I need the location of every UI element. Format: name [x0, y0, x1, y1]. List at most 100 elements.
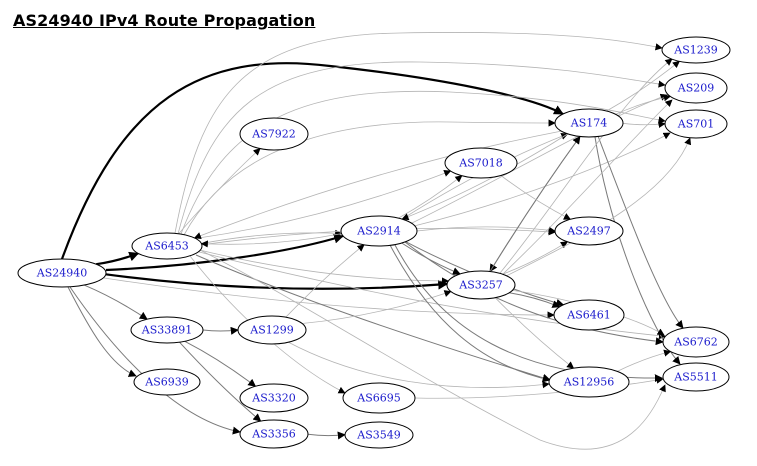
edge-as6453-to-as174 — [183, 119, 556, 236]
node-label: AS3320 — [251, 392, 295, 405]
node-ellipse — [662, 326, 730, 358]
edge-as3257-to-as12956 — [494, 297, 575, 369]
node-label: AS701 — [677, 118, 714, 131]
node-ellipse — [239, 117, 309, 151]
node-label: AS209 — [677, 82, 714, 95]
node-as6695[interactable]: AS6695 — [342, 382, 416, 414]
edge-as1299-to-as12956 — [287, 341, 550, 389]
node-ellipse — [344, 421, 414, 449]
edge-as33891-to-as3320 — [184, 340, 257, 387]
node-label: AS3356 — [251, 428, 295, 441]
edge-as24940-to-as3356 — [69, 286, 241, 435]
node-label: AS5511 — [673, 371, 717, 384]
node-label: AS12956 — [563, 376, 614, 389]
edge-as2914-to-as6762 — [404, 241, 664, 346]
node-ellipse — [342, 382, 416, 414]
edge-as24940-to-as6939 — [67, 286, 137, 377]
node-label: AS174 — [570, 117, 607, 130]
edge-as24940-to-as3257 — [105, 273, 449, 290]
edge-as6453-to-as1239 — [174, 32, 663, 234]
edge-as3257-to-as701 — [505, 137, 692, 277]
edge-as2914-to-as3257 — [401, 242, 461, 275]
edge-as174-to-as6762 — [597, 135, 684, 329]
node-as12956[interactable]: AS12956 — [548, 366, 630, 398]
node-ellipse — [446, 270, 516, 300]
node-as1299[interactable]: AS1299 — [237, 315, 307, 345]
node-ellipse — [239, 419, 309, 449]
node-label: AS7922 — [251, 128, 295, 141]
edge-as174-to-as1239 — [606, 60, 680, 112]
node-as174[interactable]: AS174 — [554, 108, 624, 138]
node-ellipse — [444, 147, 518, 179]
edge-as3257-to-as1239 — [499, 58, 673, 274]
node-label: AS3257 — [458, 279, 502, 292]
node-ellipse — [131, 232, 203, 260]
node-as7922[interactable]: AS7922 — [239, 117, 309, 151]
node-as1239[interactable]: AS1239 — [661, 36, 731, 64]
edge-as24940-to-as6453 — [96, 251, 140, 266]
edge-as3257-to-as174 — [489, 135, 581, 272]
node-ellipse — [17, 258, 107, 288]
edge-as2914-to-as7018 — [398, 175, 463, 219]
page-title: AS24940 IPv4 Route Propagation — [13, 11, 316, 30]
edge-as12956-to-as6762 — [617, 349, 672, 372]
edge-as2914-to-as12956 — [389, 244, 551, 383]
node-ellipse — [662, 362, 730, 392]
edge-as174-to-as6453 — [193, 130, 562, 240]
node-as2914[interactable]: AS2914 — [340, 215, 418, 247]
node-ellipse — [340, 215, 418, 247]
node-ellipse — [664, 72, 728, 104]
node-ellipse — [664, 109, 728, 139]
node-ellipse — [553, 299, 625, 331]
node-ellipse — [554, 108, 624, 138]
edge-as24940-to-as2914 — [105, 233, 344, 272]
node-ellipse — [130, 316, 204, 344]
node-ellipse — [661, 36, 731, 64]
node-label: AS6453 — [144, 240, 188, 253]
edge-as3257-to-as6461 — [509, 292, 561, 308]
node-as5511[interactable]: AS5511 — [662, 362, 730, 392]
node-as6939[interactable]: AS6939 — [133, 368, 201, 396]
edge-as3257-to-as209 — [502, 99, 673, 275]
node-label: AS1299 — [249, 324, 293, 337]
node-as2497[interactable]: AS2497 — [554, 216, 624, 246]
node-as6762[interactable]: AS6762 — [662, 326, 730, 358]
node-as24940[interactable]: AS24940 — [17, 258, 107, 288]
edge-as6453-to-as7922 — [178, 148, 261, 234]
node-label: AS6461 — [566, 309, 610, 322]
edge-as6453-to-as701 — [180, 90, 666, 235]
edge-as3356-to-as3549 — [307, 431, 346, 440]
edge-as24940-to-as174 — [60, 62, 564, 260]
node-as6453[interactable]: AS6453 — [131, 232, 203, 260]
edge-as174-to-as209 — [615, 94, 672, 115]
edge-as7018-to-as2497 — [500, 175, 572, 220]
node-as3549[interactable]: AS3549 — [344, 421, 414, 449]
node-ellipse — [237, 315, 307, 345]
edge-as2914-to-as2497 — [416, 226, 556, 234]
edge-as2914-to-as6453 — [200, 233, 342, 248]
node-label: AS33891 — [141, 324, 192, 337]
nodes-layer: AS24940AS6453AS33891AS6939AS7922AS1299AS… — [17, 36, 731, 449]
node-label: AS6939 — [144, 376, 188, 389]
node-as3320[interactable]: AS3320 — [239, 383, 309, 413]
node-as6461[interactable]: AS6461 — [553, 299, 625, 331]
node-as7018[interactable]: AS7018 — [444, 147, 518, 179]
node-label: AS6762 — [673, 336, 717, 349]
edge-as6453-to-as209 — [177, 61, 666, 235]
node-as209[interactable]: AS209 — [664, 72, 728, 104]
edge-as6453-to-as7018 — [195, 169, 452, 239]
edge-as6453-to-as2914 — [201, 229, 343, 244]
edges-layer — [60, 32, 692, 450]
edge-as6453-to-as3257 — [200, 249, 450, 285]
node-as701[interactable]: AS701 — [664, 109, 728, 139]
node-ellipse — [548, 366, 630, 398]
node-label: AS2914 — [356, 225, 400, 238]
node-as33891[interactable]: AS33891 — [130, 316, 204, 344]
node-label: AS1239 — [673, 44, 717, 57]
node-as3356[interactable]: AS3356 — [239, 419, 309, 449]
edge-as2914-to-as209 — [411, 93, 668, 224]
edge-as6453-to-as5511 — [199, 249, 666, 450]
node-as3257[interactable]: AS3257 — [446, 270, 516, 300]
node-ellipse — [554, 216, 624, 246]
